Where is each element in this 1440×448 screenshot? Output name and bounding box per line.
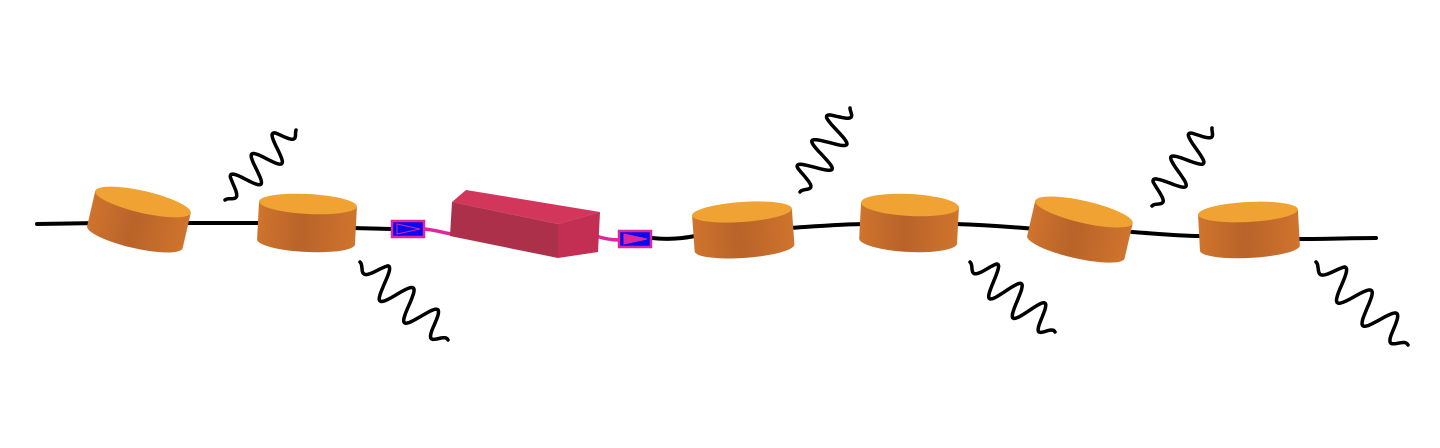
tag-marker	[617, 229, 653, 249]
nucleosome	[692, 201, 795, 259]
nucleosome	[859, 193, 959, 253]
protein-block-side	[558, 212, 600, 258]
histone-tail	[1150, 126, 1215, 208]
dna-backbone-segment	[788, 222, 868, 230]
protein-block	[450, 190, 600, 258]
linker-segment	[422, 227, 454, 236]
nucleosome	[87, 186, 191, 253]
tag-arrow	[396, 223, 421, 235]
nucleosome	[1027, 196, 1133, 263]
nucleosome-top	[861, 193, 959, 217]
dna-backbone-segment	[350, 226, 394, 231]
histone-tail	[795, 106, 854, 194]
dna-backbone-segment	[1296, 236, 1378, 241]
linker-segment	[594, 234, 622, 242]
nucleosome-side	[1027, 200, 1133, 263]
histone-tail	[223, 128, 298, 202]
histone-tail	[968, 260, 1057, 335]
tag-marker	[390, 219, 426, 239]
nucleosome-top	[1035, 196, 1133, 228]
nucleosome-top	[692, 201, 792, 223]
nucleosome-side	[257, 201, 357, 253]
nucleosome	[1198, 201, 1300, 259]
nucleosome-top	[95, 186, 191, 218]
nucleosome-side	[87, 190, 191, 253]
dna-backbone-segment	[650, 234, 697, 241]
dna-backbone-segment	[1130, 230, 1202, 238]
dna-backbone-segment	[953, 222, 1038, 231]
nucleosome-top	[259, 193, 357, 215]
nucleosome	[257, 193, 357, 253]
protein-block-top	[452, 190, 600, 224]
histone-tail	[358, 260, 450, 342]
nucleosome-top	[1198, 201, 1298, 223]
histone-tail	[1314, 260, 1410, 347]
protein-block-front	[450, 202, 558, 258]
tag-arrow	[623, 233, 648, 245]
